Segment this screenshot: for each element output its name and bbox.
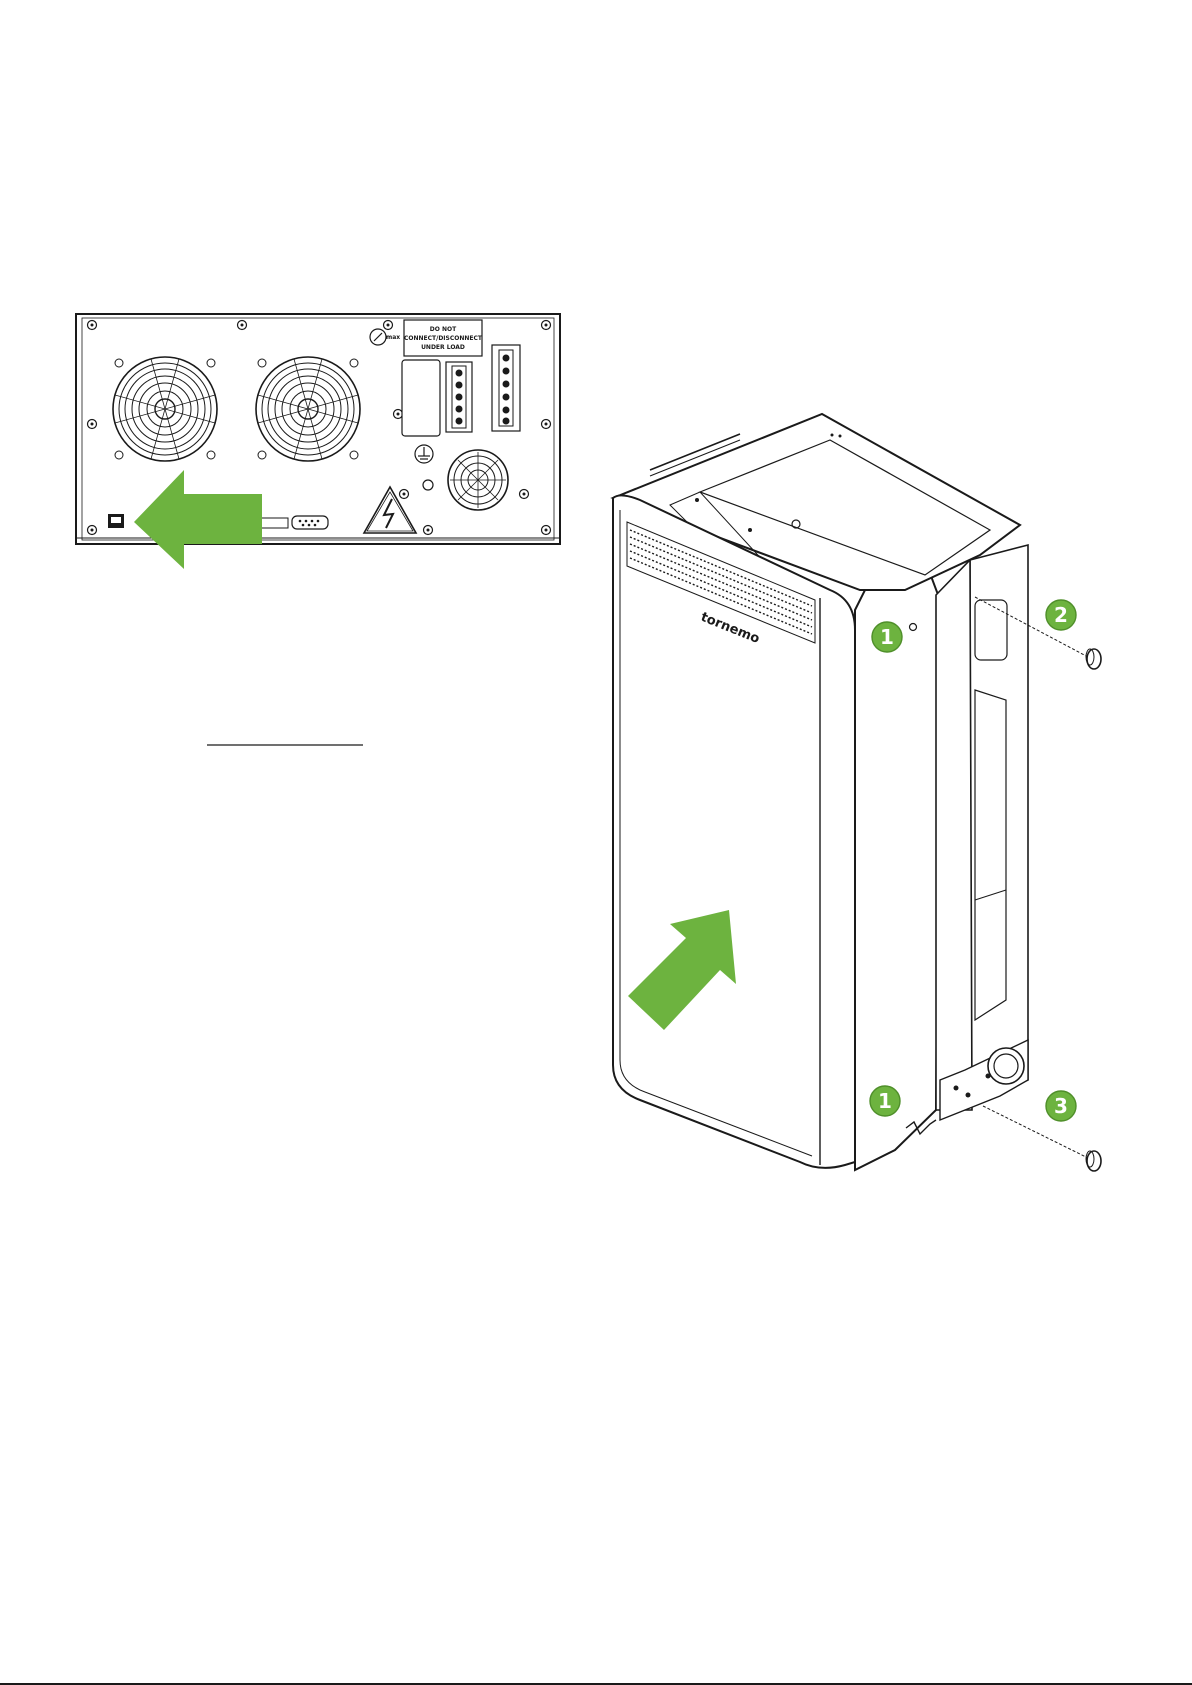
callout-1-bottom-text: 1 — [878, 1089, 892, 1113]
callout-1-top-text: 1 — [880, 625, 894, 649]
warning-label: DO NOT CONNECT/DISCONNECT UNDER LOAD — [404, 320, 483, 356]
svg-text:max: max — [386, 334, 400, 341]
terminal-block-icon — [446, 362, 472, 432]
serial-port-icon — [292, 516, 328, 529]
callout-2: 2 — [1046, 600, 1076, 630]
callout-3-text: 3 — [1054, 1094, 1068, 1118]
callout-1-top: 1 — [872, 622, 902, 652]
screw-icon — [1086, 649, 1101, 669]
connector-strip — [260, 518, 288, 528]
ground-symbol-icon — [415, 445, 433, 463]
callout-3: 3 — [1046, 1091, 1076, 1121]
small-fan-icon — [448, 450, 508, 510]
blank-plate — [402, 360, 440, 436]
callout-2-text: 2 — [1054, 603, 1068, 627]
screw-3-assembly — [983, 1106, 1101, 1171]
ethernet-port-icon — [108, 514, 124, 528]
rear-panel: max DO NOT CONNECT/DISCONNECT UNDER LOAD — [76, 314, 560, 569]
cabinet-unit: tornemo — [613, 414, 1028, 1170]
screw-icon — [1086, 1151, 1101, 1171]
warning-line-3: UNDER LOAD — [421, 344, 465, 351]
callout-1-bottom: 1 — [870, 1086, 900, 1116]
warning-line-1: DO NOT — [430, 326, 457, 333]
terminal-block-icon — [492, 345, 520, 431]
warning-line-2: CONNECT/DISCONNECT — [404, 335, 483, 342]
